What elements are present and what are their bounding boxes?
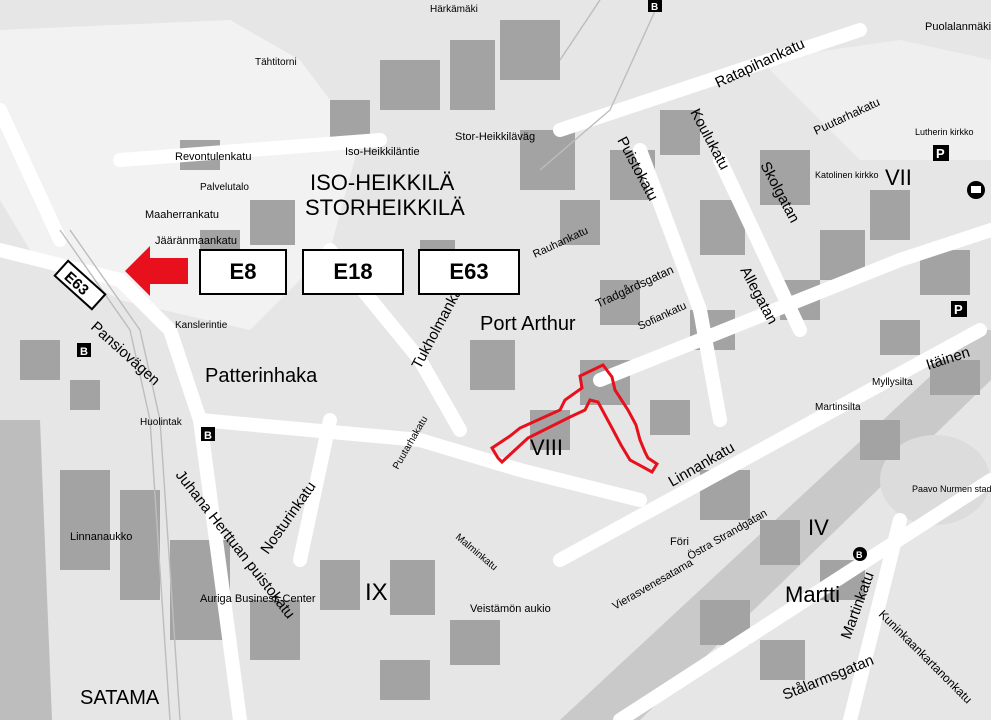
street-kanslerintie: Kanslerintie bbox=[175, 320, 228, 331]
street-jaaranmaankatu: Jäärän­maankatu bbox=[155, 235, 237, 247]
parking-icon: P bbox=[951, 301, 967, 317]
district-vii: VII bbox=[885, 165, 912, 190]
district-patterinhaka: Patterinhaka bbox=[205, 365, 318, 387]
harbour-water bbox=[0, 420, 52, 720]
district-storheikkila: STORHEIKKILÄ bbox=[305, 195, 465, 220]
route-box-e18: E18 bbox=[302, 249, 404, 295]
route-label-e18: E18 bbox=[333, 259, 373, 284]
label-auriga: Auriga Business Center bbox=[200, 593, 316, 605]
route-label-e8: E8 bbox=[229, 259, 257, 284]
label-puolalanmaki: Puolalanmäki bbox=[925, 21, 991, 33]
label-martinsilta: Martinsilta bbox=[815, 402, 861, 413]
svg-text:B: B bbox=[80, 346, 88, 358]
red-left-arrow-icon bbox=[125, 246, 188, 296]
district-port-arthur: Port Arthur bbox=[480, 313, 576, 335]
post-office-icon bbox=[967, 181, 985, 199]
svg-text:B: B bbox=[204, 430, 212, 442]
route-box-e63: E63 bbox=[418, 249, 520, 295]
parking-icon: P bbox=[933, 145, 949, 161]
bus-station-icon: B bbox=[853, 547, 867, 561]
park-area-2 bbox=[760, 40, 991, 160]
street-stor-heikkilavag: Stor-Heikkiläväg bbox=[455, 131, 535, 143]
label-fori: Föri bbox=[670, 536, 689, 548]
label-lutherin-kirkko: Lutherin kirkko bbox=[915, 127, 974, 137]
label-myllysilta: Myllysilta bbox=[872, 377, 913, 388]
district-ix: IX bbox=[365, 579, 388, 606]
label-harkamaki: Härkämäki bbox=[430, 4, 478, 15]
svg-text:B: B bbox=[856, 550, 863, 560]
district-viii: VIII bbox=[530, 435, 563, 460]
bus-station-icon: B bbox=[77, 343, 91, 358]
route-label-e63: E63 bbox=[449, 259, 489, 284]
label-paavo-nurmen-stadion: Paavo Nurmen stadion bbox=[912, 484, 991, 494]
highlight-area-viii bbox=[489, 363, 660, 474]
district-iv: IV bbox=[808, 515, 829, 540]
label-veistamon-aukio: Veistämön aukio bbox=[470, 603, 551, 615]
street-iso-heikkilantie: Iso-Heikkiläntie bbox=[345, 146, 420, 158]
label-palvelutalo: Palvelutalo bbox=[200, 182, 249, 193]
label-katolinen-kirkko: Katolinen kirkko bbox=[815, 170, 879, 180]
label-tahtitorni: Tähtitorni bbox=[255, 57, 297, 68]
street-maaherrankatu: Maaherrankatu bbox=[145, 209, 219, 221]
svg-text:B: B bbox=[651, 2, 658, 13]
route-box-e8: E8 bbox=[199, 249, 287, 295]
street-revontulenkatu: Revontulenkatu bbox=[175, 151, 251, 163]
svg-text:P: P bbox=[936, 146, 945, 161]
district-iso-heikkila: ISO-HEIKKILÄ bbox=[310, 170, 455, 195]
svg-text:P: P bbox=[954, 302, 963, 317]
rail-lines bbox=[59, 0, 661, 720]
label-linnanaukko: Linnanaukko bbox=[70, 531, 132, 543]
district-satama: SATAMA bbox=[80, 687, 160, 709]
bus-station-icon: B bbox=[201, 427, 215, 442]
bus-station-icon: B bbox=[648, 0, 662, 13]
street-huolintak: Huolintak bbox=[140, 417, 183, 428]
district-martti: Martti bbox=[785, 582, 840, 607]
